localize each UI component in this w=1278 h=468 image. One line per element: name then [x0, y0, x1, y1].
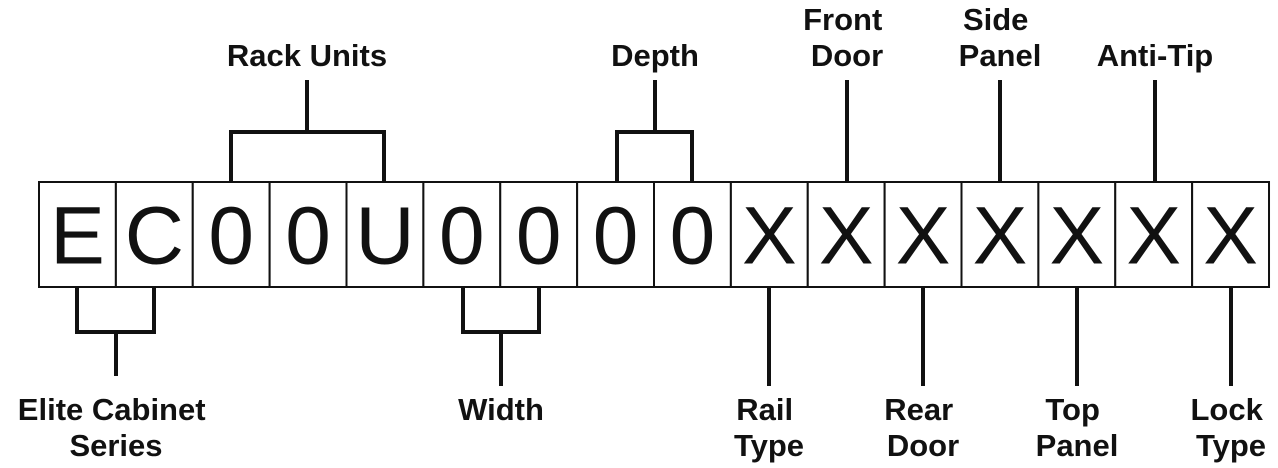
- connectors: [75, 80, 1233, 386]
- elite-cabinet-series-label: Elite Cabinet Series: [18, 392, 214, 463]
- code-cell-box: [1037, 181, 1117, 288]
- code-character: 0: [208, 191, 254, 282]
- code-character: X: [819, 191, 874, 282]
- code-character: 0: [285, 191, 331, 282]
- rack-units-bracket: [229, 80, 386, 182]
- width-bracket: [461, 287, 541, 386]
- code-cell-box: [422, 181, 502, 288]
- rail-type-label: Rail Type: [734, 392, 804, 463]
- code-character: X: [1203, 191, 1258, 282]
- code-cell-box: [729, 181, 809, 288]
- code-character: E: [50, 191, 105, 282]
- code-character: 0: [593, 191, 639, 282]
- depth-label: Depth: [611, 38, 699, 73]
- code-cell-box: [960, 181, 1040, 288]
- code-cell-box: [653, 181, 732, 288]
- series-bracket: [75, 287, 156, 376]
- rear-door-label: Rear Door: [884, 392, 962, 463]
- code-cell-box: [576, 181, 656, 288]
- code-character: X: [973, 191, 1028, 282]
- code-cell-box: [114, 181, 194, 288]
- code-character: 0: [670, 191, 716, 282]
- front-door-label: Front Door: [803, 2, 891, 73]
- code-character: X: [896, 191, 951, 282]
- code-character: X: [742, 191, 797, 282]
- code-cell-box: [1191, 181, 1271, 288]
- rack-units-label: Rack Units: [227, 38, 387, 73]
- top-panel-label: Top Panel: [1036, 392, 1119, 463]
- width-label: Width: [458, 392, 544, 427]
- code-character: 0: [516, 191, 562, 282]
- labels: Rack Units Depth Front Door Side Panel A…: [18, 2, 1272, 463]
- anti-tip-label: Anti-Tip: [1097, 38, 1214, 73]
- side-panel-label: Side Panel: [959, 2, 1042, 73]
- lock-type-label: Lock Type: [1191, 392, 1272, 463]
- code-cell-box: [883, 181, 963, 288]
- code-cell-box: [345, 181, 425, 288]
- code-character: C: [125, 191, 184, 282]
- code-character: X: [1126, 191, 1181, 282]
- code-character: X: [1049, 191, 1104, 282]
- code-character: U: [355, 191, 414, 282]
- depth-bracket: [615, 80, 694, 182]
- code-cell-box: [38, 181, 117, 288]
- code-character: 0: [439, 191, 485, 282]
